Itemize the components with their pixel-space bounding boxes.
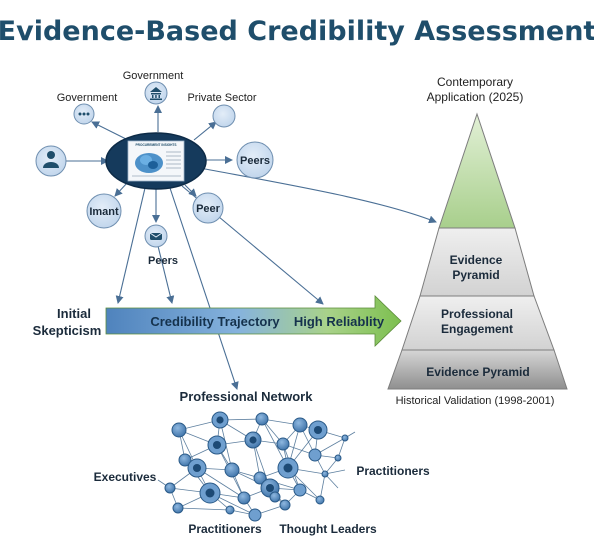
- connector-to-imant: [114, 181, 129, 197]
- building-icon: [150, 87, 162, 100]
- network-node-core: [192, 463, 202, 473]
- connector-to-pyramid: [199, 167, 437, 224]
- pyramid-top-label-line1: Contemporary: [437, 75, 513, 89]
- handshake-icon: [149, 232, 163, 240]
- pyramid-caption: Historical Validation (1998-2001): [396, 395, 555, 407]
- network-node: [292, 417, 308, 433]
- label-practitioners-right: Practitioners: [356, 464, 430, 478]
- network-nodes: [164, 411, 349, 522]
- label-private-sector: Private Sector: [187, 92, 256, 104]
- network-node: [171, 422, 187, 438]
- network-node-core: [212, 440, 222, 450]
- network-node-core: [216, 416, 224, 424]
- hub-screen-heading: PROCUREMENT INSIGHTS: [136, 143, 177, 147]
- network-node: [269, 491, 281, 503]
- connector-to-trajectory-2: [157, 245, 175, 304]
- pyramid-top-label-line2: Application (2025): [427, 90, 524, 104]
- page-title: Evidence-Based Credibility Assessment: [0, 16, 594, 47]
- network-node: [164, 482, 176, 494]
- node-peers-bottom: [144, 224, 168, 248]
- pyramid-tier3-line1: Professional: [441, 307, 513, 321]
- network-node: [172, 502, 184, 514]
- network-node: [255, 412, 269, 426]
- label-peers-right: Peers: [240, 155, 270, 167]
- connector-to-government-left: [91, 121, 129, 141]
- network-node: [334, 454, 342, 462]
- pyramid: [387, 112, 568, 390]
- connector-to-trajectory-1: [115, 187, 146, 304]
- network-node: [321, 470, 329, 478]
- network-node: [224, 462, 240, 478]
- user-icon: [43, 151, 59, 168]
- label-peer: Peer: [196, 203, 221, 215]
- pyramid-tier4: Evidence Pyramid: [426, 365, 529, 379]
- network-node: [248, 508, 262, 522]
- node-private-sector: [212, 104, 236, 128]
- network-node: [279, 499, 291, 511]
- connector-to-network: [169, 187, 239, 390]
- pyramid-tier-base: [387, 349, 568, 390]
- label-thought-leaders: Thought Leaders: [279, 522, 377, 536]
- network-node-core: [265, 483, 275, 493]
- label-high-reliability: High Reliablity: [294, 314, 385, 329]
- network-node: [293, 483, 307, 497]
- network-node: [237, 491, 251, 505]
- network-edge: [337, 437, 346, 459]
- network-node: [315, 495, 325, 505]
- network-node: [253, 471, 267, 485]
- credibility-trajectory-arrow: [105, 295, 402, 347]
- connector-to-peer: [184, 184, 197, 197]
- label-government-left: Government: [57, 92, 118, 104]
- pyramid-tier2-line2: Pyramid: [452, 268, 499, 282]
- label-initial-line1: Initial: [57, 306, 91, 321]
- node-peer: Peer: [192, 192, 224, 224]
- pyramid-tier3-line2: Engagement: [441, 322, 513, 336]
- node-user: [35, 145, 67, 177]
- network-node-core: [283, 463, 293, 473]
- node-imant: Imant: [86, 193, 122, 229]
- network-node: [308, 448, 322, 462]
- node-peers-right: Peers: [236, 141, 274, 179]
- node-government-top: [144, 81, 168, 105]
- hub-screen-text-lines: [132, 151, 181, 177]
- label-credibility-trajectory: Credibility Trajectory: [150, 314, 280, 329]
- network-node: [341, 434, 349, 442]
- label-imant: Imant: [89, 206, 119, 218]
- label-peers-bottom: Peers: [148, 255, 178, 267]
- network-node: [225, 505, 235, 515]
- network-node: [276, 437, 290, 451]
- network-node-core: [205, 488, 215, 498]
- network-node-core: [249, 436, 257, 444]
- more-dots-icon: [78, 112, 90, 116]
- label-executives: Executives: [94, 470, 157, 484]
- network-node-core: [313, 425, 323, 435]
- label-practitioners-bottom: Practitioners: [188, 522, 262, 536]
- network-node: [178, 453, 192, 467]
- network-title: Professional Network: [180, 389, 314, 404]
- pyramid-tier2-line1: Evidence: [450, 253, 503, 267]
- hub: PROCUREMENT INSIGHTS: [105, 132, 207, 190]
- label-initial-line2: Skepticism: [33, 323, 102, 338]
- connector-to-private-sector: [193, 121, 217, 141]
- pyramid-tier-top: [438, 112, 516, 229]
- brain-icon: [135, 153, 163, 173]
- network-edge: [177, 507, 231, 511]
- node-government-left: [73, 103, 95, 125]
- label-government-top: Government: [123, 70, 184, 82]
